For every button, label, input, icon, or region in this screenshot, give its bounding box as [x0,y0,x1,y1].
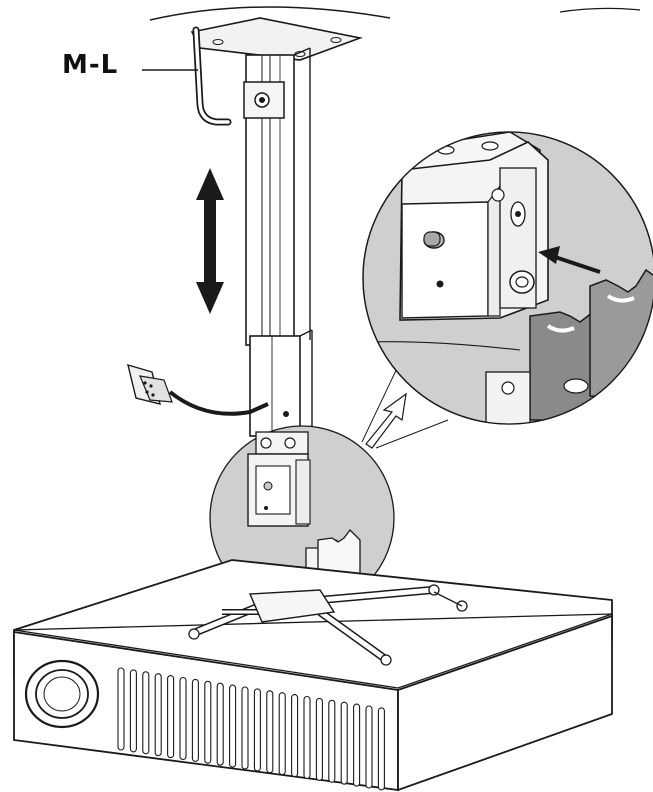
double-arrow-icon [196,168,224,314]
vent-slot [142,671,150,755]
vent-slot [291,694,299,778]
vent-slot [241,686,249,770]
zoom-line [361,361,401,443]
vent-slot [278,692,286,776]
vent-slot [328,699,336,783]
allen-key-label: M-L [62,50,119,80]
vent-slot [266,690,274,774]
detail-circle-large [362,131,653,425]
ceiling-line [149,6,391,21]
vent-slot [229,684,237,768]
vent-slot [117,667,125,751]
ceiling-line-right [559,7,641,13]
tube-clamp [243,81,285,119]
extension-tube-lower [249,329,313,437]
vent-slot [253,688,261,772]
spider-mount [188,584,468,666]
ceiling-plate [190,17,363,61]
vent-slot [303,695,311,780]
vent-slot [204,680,212,764]
vent-slot [340,701,348,785]
zoom-arrow-icon [365,392,407,449]
direction-arrow-icon [538,246,601,274]
vent-slot [129,669,137,753]
adapter-block [247,431,311,527]
vent-slot [377,707,385,791]
vent-slot [315,697,323,781]
vent-slot [365,705,373,789]
vent-slot [167,675,175,759]
projector-vents [117,667,385,791]
vga-cable [127,363,269,416]
vent-slot [179,676,187,761]
vent-slot [216,682,224,766]
vent-slot [353,703,361,787]
zoom-line [375,419,449,449]
vent-slot [154,673,162,757]
vent-slot [191,678,199,762]
